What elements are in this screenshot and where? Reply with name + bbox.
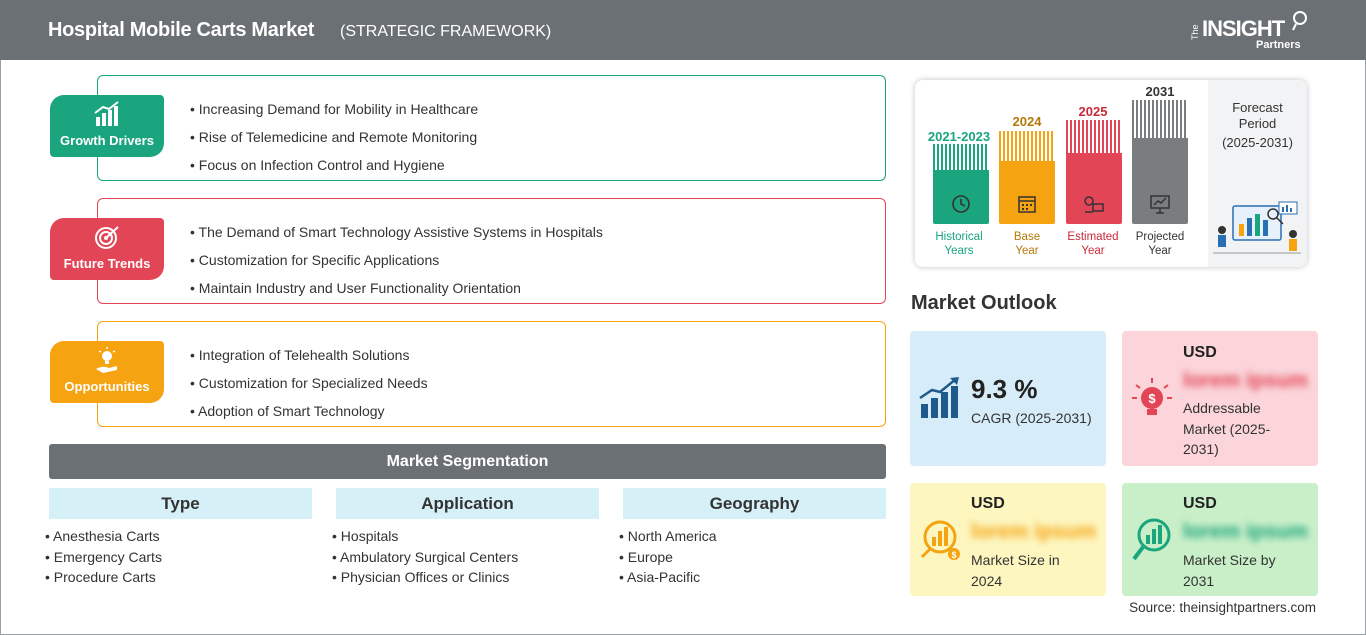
money-chart-icon: $: [920, 520, 960, 560]
market-size-2024-label: Market Size in 2024: [971, 552, 1060, 589]
list-item: Anesthesia Carts: [45, 526, 312, 547]
list-item: Maintain Industry and User Functionality…: [190, 274, 603, 302]
future-trends-badge: Future Trends: [50, 218, 164, 280]
growth-drivers-box: Increasing Demand for Mobility in Health…: [97, 75, 886, 181]
market-size-2031-blurred: lorem ipsum: [1183, 520, 1308, 543]
presentation-icon: [1150, 195, 1170, 214]
segmentation-title: Market Segmentation: [49, 444, 886, 479]
timeline-year: 2031: [1145, 84, 1175, 99]
logo-insight-text: INSIGHT: [1202, 16, 1285, 41]
market-size-2024-usd: USD: [971, 495, 1005, 512]
lightbulb-hand-icon: [96, 347, 117, 373]
list-item: Hospitals: [332, 526, 599, 547]
market-size-2024-blurred: lorem ipsum: [971, 520, 1096, 543]
segment-application: Application Hospitals Ambulatory Surgica…: [336, 488, 599, 588]
timeline-year: 2025: [1078, 104, 1108, 119]
timeline-caption: Estimated Year: [1067, 231, 1119, 257]
market-size-2031-usd: USD: [1183, 495, 1217, 512]
list-item: Ambulatory Surgical Centers: [332, 547, 599, 568]
timeline-bar-projected: [1132, 100, 1188, 224]
timeline-year: 2024: [1012, 114, 1042, 129]
addressable-usd: USD: [1183, 344, 1217, 361]
logo-partners-text: Partners: [1256, 39, 1301, 51]
growth-magnifier-icon: [1132, 518, 1171, 561]
list-item: Procedure Carts: [45, 567, 312, 588]
segment-type-head: Type: [49, 488, 312, 519]
future-trends-box: The Demand of Smart Technology Assistive…: [97, 198, 886, 304]
list-item: Customization for Specialized Needs: [190, 369, 428, 397]
segment-geography: Geography North America Europe Asia-Paci…: [623, 488, 886, 588]
addressable-value-blurred: lorem ipsum: [1183, 369, 1308, 392]
dollar-bulb-icon: $: [1132, 378, 1172, 415]
svg-text:$: $: [1148, 391, 1156, 406]
list-item: Integration of Telehealth Solutions: [190, 341, 428, 369]
growth-chart-icon: [94, 101, 119, 126]
list-item: Focus on Infection Control and Hygiene: [190, 151, 478, 179]
market-size-2031-card: USD lorem ipsum Market Size by 2031: [1122, 483, 1318, 596]
future-trends-label: Future Trends: [63, 256, 151, 271]
opportunities-label: Opportunities: [64, 379, 150, 394]
opportunities-badge: Opportunities: [50, 341, 164, 403]
estimate-icon: [1084, 196, 1104, 213]
cagr-card: 9.3 % CAGR (2025-2031): [910, 331, 1106, 466]
logo-the-text: The: [1190, 24, 1200, 40]
list-item: Europe: [619, 547, 886, 568]
future-trends-list: The Demand of Smart Technology Assistive…: [190, 218, 603, 302]
list-item: Adoption of Smart Technology: [190, 397, 428, 425]
timeline-bar-historical: [933, 144, 989, 224]
analytics-people-illustration: [1213, 201, 1301, 254]
timeline-card: 2021-2023 Historical Years 2024 Base Yea…: [915, 80, 1307, 267]
timeline-year: 2021-2023: [927, 129, 991, 144]
forecast-period-label: Forecast Period (2025-2031): [1222, 100, 1293, 150]
cagr-value: 9.3 %: [971, 374, 1038, 404]
market-outlook-title: Market Outlook: [911, 292, 1057, 314]
segment-application-head: Application: [336, 488, 599, 519]
list-item: Physician Offices or Clinics: [332, 567, 599, 588]
list-item: North America: [619, 526, 886, 547]
growth-drivers-badge: Growth Drivers: [50, 95, 164, 157]
list-item: Customization for Specific Applications: [190, 246, 603, 274]
source-credit: Source: theinsightpartners.com: [1129, 600, 1316, 615]
cagr-label: CAGR (2025-2031): [971, 410, 1092, 426]
segment-type: Type Anesthesia Carts Emergency Carts Pr…: [49, 488, 312, 588]
addressable-label: Addressable Market (2025- 2031): [1183, 400, 1271, 457]
growth-drivers-label: Growth Drivers: [60, 133, 154, 148]
target-icon: [95, 226, 119, 249]
logo-lightbulb-icon: [1292, 11, 1307, 31]
list-item: Rise of Telemedicine and Remote Monitori…: [190, 123, 478, 151]
svg-text:$: $: [951, 550, 956, 560]
history-icon: [952, 195, 970, 213]
addressable-market-card: $ USD lorem ipsum Addressable Market (20…: [1122, 331, 1318, 466]
calendar-icon: [1018, 196, 1036, 213]
segment-geography-head: Geography: [623, 488, 886, 519]
market-size-2024-card: $ USD lorem ipsum Market Size in 2024: [910, 483, 1106, 596]
page-title: Hospital Mobile Carts Market: [48, 19, 315, 41]
insight-partners-logo: The INSIGHT Partners: [1190, 10, 1310, 54]
header-bar: Hospital Mobile Carts Market (STRATEGIC …: [0, 0, 1366, 60]
list-item: Increasing Demand for Mobility in Health…: [190, 95, 478, 123]
timeline-caption: Base Year: [1013, 231, 1041, 257]
timeline-bar-estimated: [1066, 120, 1122, 224]
bar-growth-icon: [919, 377, 959, 418]
list-item: The Demand of Smart Technology Assistive…: [190, 218, 603, 246]
page-subtitle: (STRATEGIC FRAMEWORK): [340, 23, 552, 40]
growth-drivers-list: Increasing Demand for Mobility in Health…: [190, 95, 478, 179]
list-item: Emergency Carts: [45, 547, 312, 568]
list-item: Asia-Pacific: [619, 567, 886, 588]
timeline-caption: Projected Year: [1135, 231, 1185, 257]
timeline-bar-base: [999, 131, 1055, 224]
timeline-caption: Historical Years: [935, 231, 983, 257]
market-size-2031-label: Market Size by 2031: [1183, 552, 1276, 589]
opportunities-box: Integration of Telehealth Solutions Cust…: [97, 321, 886, 427]
opportunities-list: Integration of Telehealth Solutions Cust…: [190, 341, 428, 425]
